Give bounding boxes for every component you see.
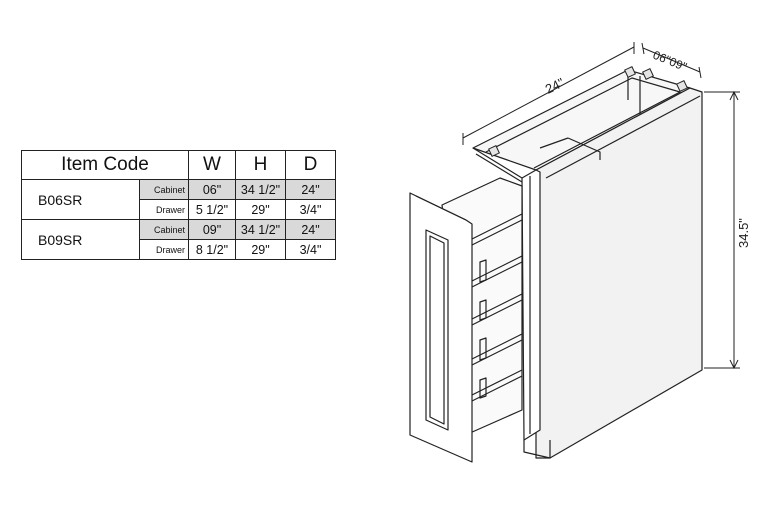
type-cell: Drawer <box>139 239 189 260</box>
item-code-cell: B09SR <box>21 219 140 260</box>
depth-cell: 24" <box>285 179 336 200</box>
header-w: W <box>188 150 236 180</box>
height-cell: 34 1/2" <box>235 179 286 200</box>
cabinet-body <box>472 69 703 459</box>
table-row: B09SR Cabinet 09" 34 1/2" 24" <box>21 219 336 260</box>
table-row: Drawer 8 1/2" 29" 3/4" <box>22 239 336 260</box>
width-cell: 5 1/2" <box>188 199 236 220</box>
depth-cell: 24" <box>285 219 336 240</box>
width-dimension-label: 06"09" <box>651 48 689 74</box>
height-cell: 29" <box>235 199 286 220</box>
spec-table: Item Code W H D B06SR Cabinet 06" 34 1/2… <box>21 150 336 260</box>
table-row: B06SR Cabinet 06" 34 1/2" 24" <box>21 179 336 220</box>
depth-cell: 3/4" <box>285 199 336 220</box>
dimension-lines <box>462 42 740 370</box>
width-cell: 06" <box>188 179 236 200</box>
table-header-row: Item Code W H D <box>21 150 336 180</box>
height-cell: 34 1/2" <box>235 219 286 240</box>
height-dimension-label: 34.5" <box>736 218 751 248</box>
header-d: D <box>285 150 336 180</box>
type-cell: Cabinet <box>139 219 189 240</box>
depth-cell: 3/4" <box>285 239 336 260</box>
header-item-code: Item Code <box>21 150 189 180</box>
hinge-hardware <box>488 66 688 157</box>
width-cell: 09" <box>188 219 236 240</box>
height-cell: 29" <box>235 239 286 260</box>
type-cell: Cabinet <box>139 179 189 200</box>
table-row: Drawer 5 1/2" 29" 3/4" <box>22 199 336 220</box>
width-cell: 8 1/2" <box>188 239 236 260</box>
pullout-drawer <box>409 177 523 463</box>
